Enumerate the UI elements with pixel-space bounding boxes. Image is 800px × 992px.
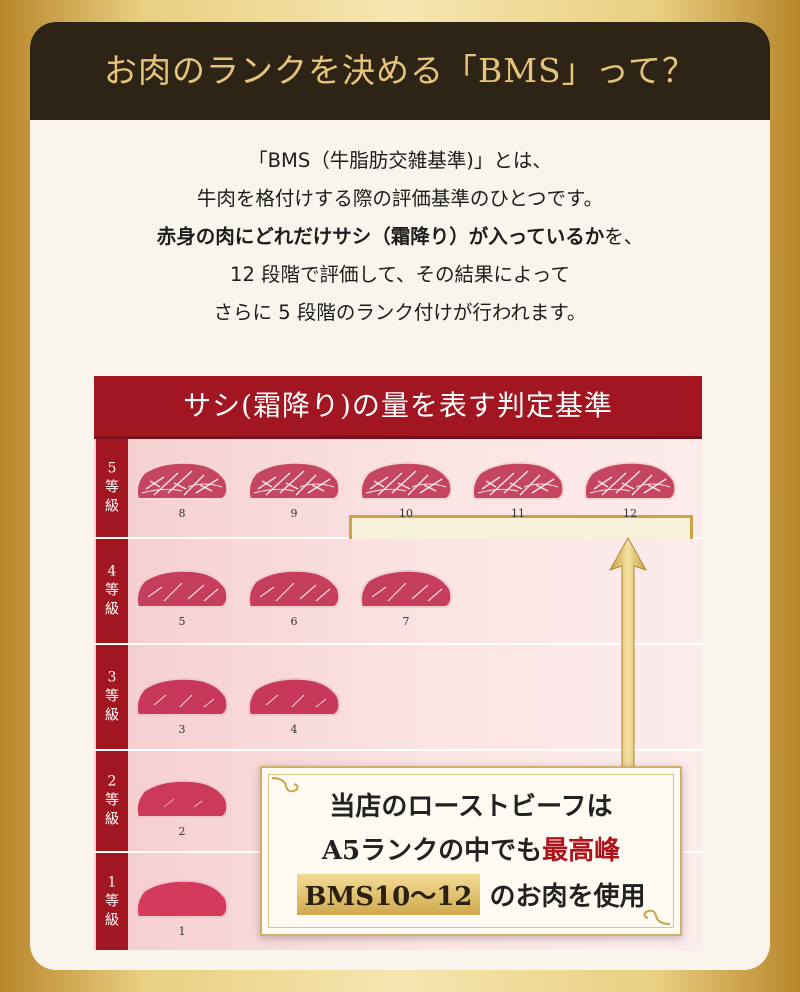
steak-icon: 2: [134, 777, 230, 838]
steak-icon: 8: [134, 459, 230, 520]
steak-icon: 11: [470, 459, 566, 520]
info-card: お肉のランクを決める「BMS」って？ 「BMS（牛脂肪交雑基準)」とは、 牛肉を…: [30, 22, 770, 970]
callout-line: A5ランクの中でも最高峰: [321, 836, 621, 866]
intro-line: さらに 5 段階のランク付けが行われます。: [213, 301, 587, 324]
flourish-icon: [271, 777, 299, 793]
intro-emphasis: 赤身の肉にどれだけサシ（霜降り）が入っているか: [156, 225, 605, 248]
steak-icon: 6: [246, 567, 342, 628]
callout-box: 当店のローストビーフは A5ランクの中でも最高峰 BMS10〜12 のお肉を使用: [260, 766, 682, 936]
page-title: お肉のランクを決める「BMS」って？: [104, 51, 696, 90]
intro-line: 牛肉を格付けする際の評価基準のひとつです。: [196, 187, 604, 210]
chart-title: サシ(霜降り)の量を表す判定基準: [183, 389, 613, 422]
intro-line: 12 段階で評価して、その結果によって: [230, 263, 570, 286]
callout-line: 当店のローストビーフは: [329, 792, 613, 822]
callout-line: BMS10〜12 のお肉を使用: [262, 874, 680, 915]
steak-icon: 7: [358, 567, 454, 628]
intro-line: 赤身の肉にどれだけサシ（霜降り）が入っているかを、: [156, 225, 644, 248]
chart-header: サシ(霜降り)の量を表す判定基準: [94, 376, 702, 439]
intro-line: 「BMS（牛脂肪交雑基準)」とは、: [248, 149, 552, 172]
card-header: お肉のランクを決める「BMS」って？: [30, 22, 770, 120]
arrow-up-icon: [608, 536, 648, 768]
steak-icon: 4: [246, 675, 342, 736]
bms-badge: BMS10〜12: [296, 874, 481, 915]
steak-icon: 10: [358, 459, 454, 520]
steak-icon: 5: [134, 567, 230, 628]
steak-icon: 1: [134, 877, 230, 938]
steak-icon: 9: [246, 459, 342, 520]
flourish-icon: [643, 909, 671, 925]
steak-icon: 12: [582, 459, 678, 520]
intro-text: 「BMS（牛脂肪交雑基準)」とは、 牛肉を格付けする際の評価基準のひとつです。 …: [30, 142, 770, 332]
steak-icon: 3: [134, 675, 230, 736]
